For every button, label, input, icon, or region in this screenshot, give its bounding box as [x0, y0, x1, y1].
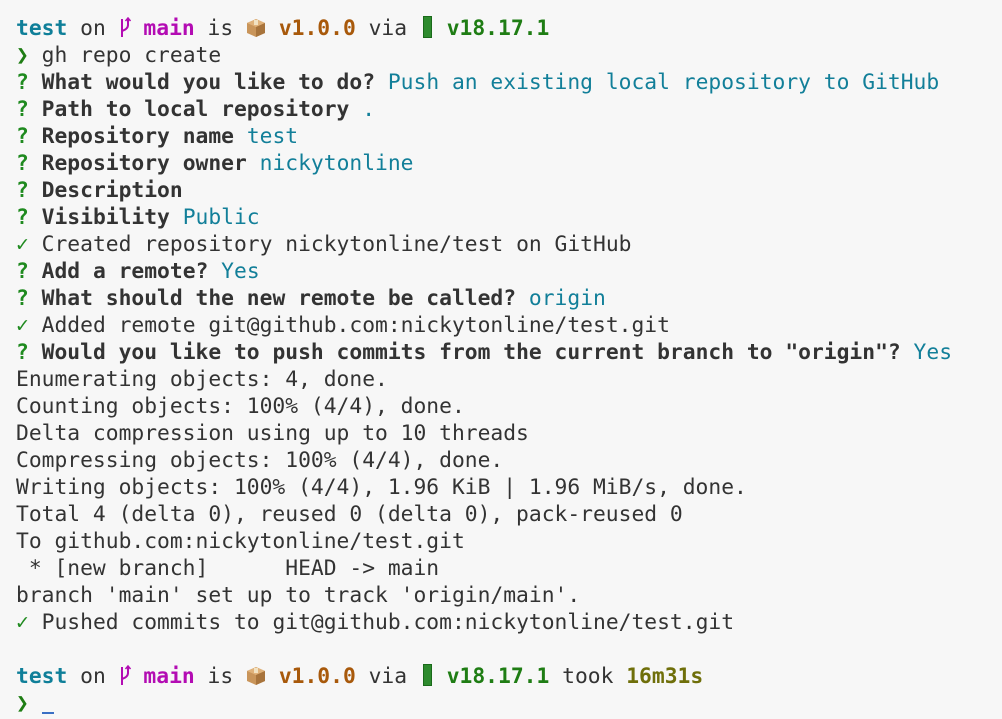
git-output-line: To github.com:nickytonline/test.git — [16, 529, 465, 554]
nodejs-icon — [422, 16, 432, 38]
shell-prompt: test on main is v1.0.0 via v18.17.1 took… — [16, 664, 704, 689]
prompt-chevron-icon: ❯ — [16, 691, 29, 716]
checkmark-icon: ✓ — [16, 232, 29, 257]
question-mark-icon: ? — [16, 340, 29, 365]
git-output-line: Compressing objects: 100% (4/4), done. — [16, 448, 504, 473]
git-output-line: branch 'main' set up to track 'origin/ma… — [16, 583, 581, 608]
success-line: ✓ Added remote git@github.com:nickytonli… — [16, 313, 670, 338]
git-output-line: Delta compression using up to 10 threads — [16, 421, 529, 446]
package-icon — [246, 666, 266, 686]
prompt-branch: main — [143, 16, 195, 41]
question-mark-icon: ? — [16, 151, 29, 176]
git-branch-icon — [119, 16, 131, 39]
question-line: ? What would you like to do? Push an exi… — [16, 70, 940, 95]
prompt-directory: test — [16, 16, 68, 41]
package-icon — [246, 18, 266, 38]
command-line: ❯ gh repo create — [16, 42, 952, 69]
command-text: gh repo create — [41, 43, 222, 68]
package-version: v1.0.0 — [278, 16, 356, 41]
node-version: v18.17.1 — [446, 664, 550, 689]
question-mark-icon: ? — [16, 70, 29, 95]
text-cursor — [41, 712, 54, 714]
git-branch-icon — [119, 664, 131, 687]
package-version: v1.0.0 — [278, 664, 356, 689]
question-line: ? Add a remote? Yes — [16, 259, 260, 284]
question-line: ? Repository owner nickytonline — [16, 151, 414, 176]
checkmark-icon: ✓ — [16, 313, 29, 338]
question-mark-icon: ? — [16, 124, 29, 149]
git-output-line: Writing objects: 100% (4/4), 1.96 KiB | … — [16, 475, 747, 500]
question-line: ? Repository name test — [16, 124, 299, 149]
question-line: ? Visibility Public — [16, 205, 260, 230]
success-line: ✓ Pushed commits to git@github.com:nicky… — [16, 610, 735, 635]
command-input-line[interactable]: ❯ — [16, 690, 952, 717]
prompt-directory: test — [16, 664, 68, 689]
node-version: v18.17.1 — [446, 16, 550, 41]
command-duration: 16m31s — [626, 664, 704, 689]
git-output-line: Total 4 (delta 0), reused 0 (delta 0), p… — [16, 502, 683, 527]
question-line: ? Would you like to push commits from th… — [16, 340, 953, 365]
shell-prompt: test on main is v1.0.0 via v18.17.1 — [16, 16, 550, 41]
blank-line — [16, 636, 952, 663]
question-mark-icon: ? — [16, 259, 29, 284]
question-mark-icon: ? — [16, 97, 29, 122]
checkmark-icon: ✓ — [16, 610, 29, 635]
prompt-branch: main — [143, 664, 195, 689]
git-output-line: Enumerating objects: 4, done. — [16, 367, 388, 392]
git-output-line: * [new branch] HEAD -> main — [16, 556, 440, 581]
question-line: ? Description — [16, 178, 183, 203]
question-mark-icon: ? — [16, 205, 29, 230]
question-mark-icon: ? — [16, 286, 29, 311]
question-line: ? What should the new remote be called? … — [16, 286, 606, 311]
question-line: ? Path to local repository . — [16, 97, 376, 122]
question-mark-icon: ? — [16, 178, 29, 203]
prompt-chevron-icon: ❯ — [16, 43, 29, 68]
git-output-line: Counting objects: 100% (4/4), done. — [16, 394, 465, 419]
terminal-output: test on main is v1.0.0 via v18.17.1 ❯ gh… — [16, 15, 952, 717]
success-line: ✓ Created repository nickytonline/test o… — [16, 232, 632, 257]
nodejs-icon — [422, 664, 432, 686]
